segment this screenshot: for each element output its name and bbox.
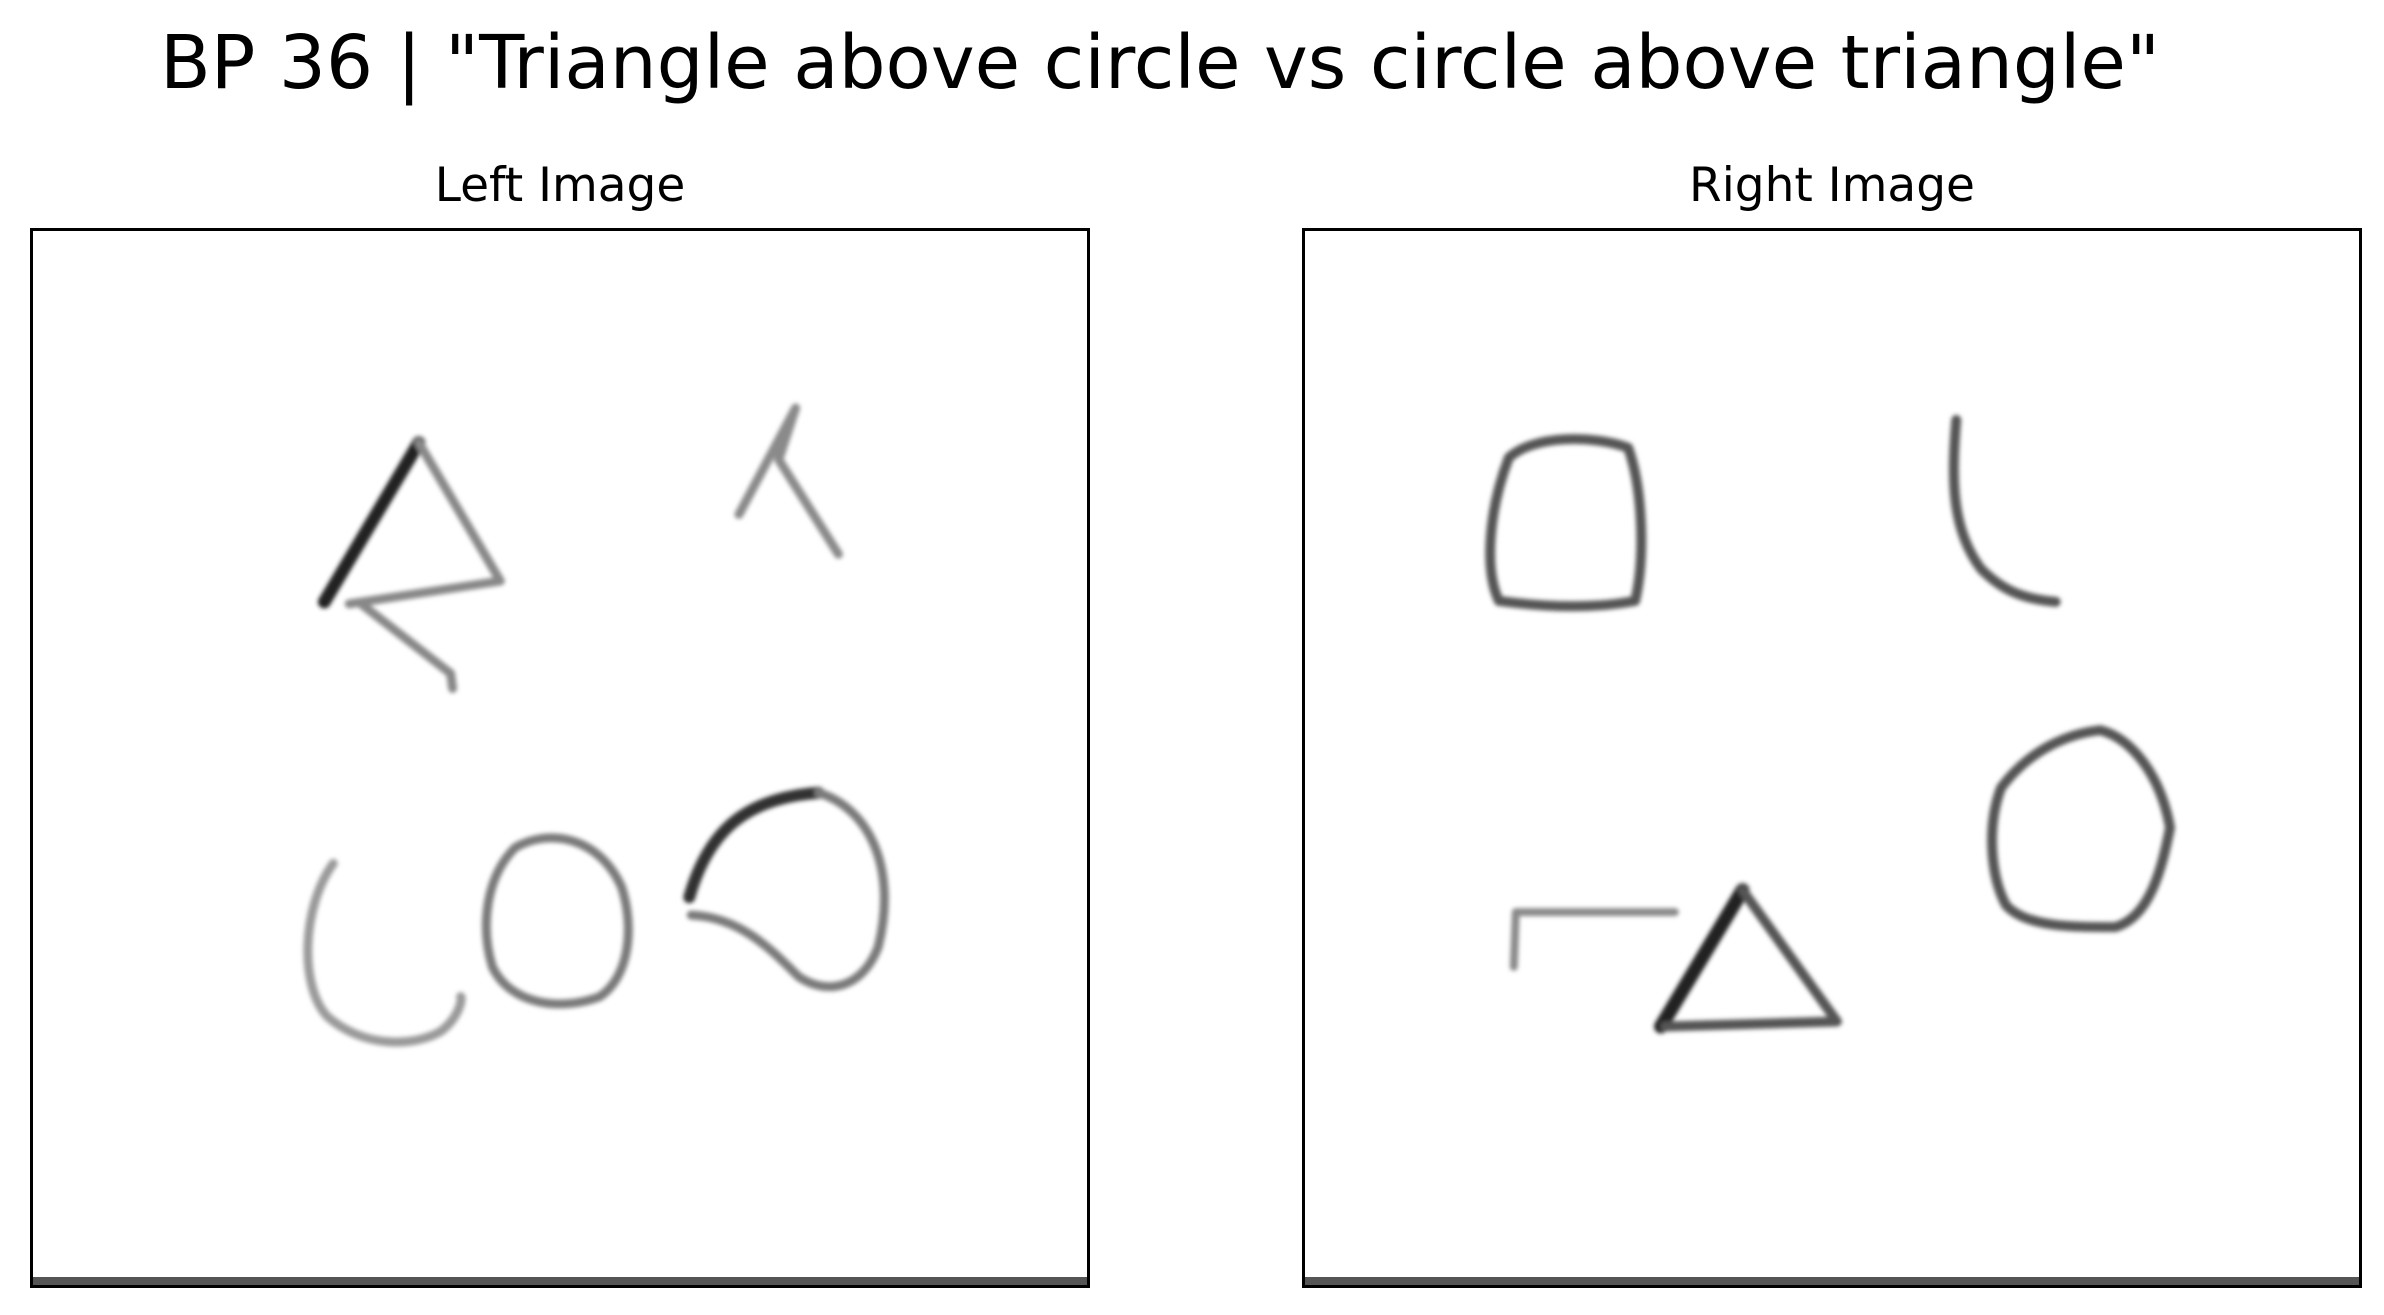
open-circle-icon bbox=[303, 858, 466, 1047]
left-panel-title: Left Image bbox=[434, 158, 686, 213]
triangle-icon bbox=[1654, 883, 1842, 1034]
blob-circle-icon bbox=[683, 786, 889, 992]
curved-stroke-icon bbox=[1948, 414, 2061, 607]
left-image-panel bbox=[30, 228, 1090, 1288]
figure-title: BP 36 | "Triangle above circle vs circle… bbox=[160, 20, 2160, 106]
rounded-square-circle-icon bbox=[1485, 434, 1647, 612]
triangle-fragment-icon bbox=[734, 403, 843, 559]
circle-icon bbox=[481, 833, 633, 1009]
hexagon-circle-icon bbox=[1987, 725, 2176, 933]
right-panel-title: Right Image bbox=[1689, 158, 1975, 213]
bracket-stroke-icon bbox=[1509, 908, 1679, 971]
right-image-panel bbox=[1302, 228, 2362, 1288]
triangle-sketch-icon bbox=[317, 436, 505, 693]
